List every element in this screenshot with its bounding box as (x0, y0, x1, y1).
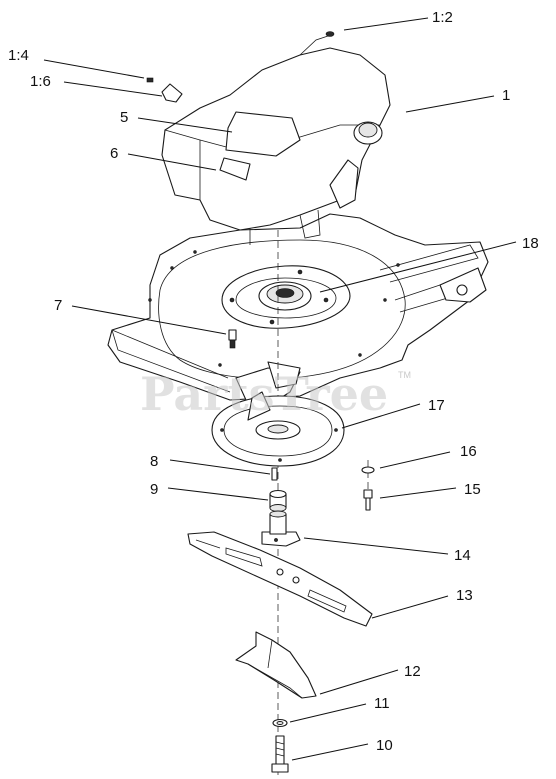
watermark-trademark: TM (398, 370, 411, 380)
engine (146, 31, 391, 245)
callout-1: 1 (502, 87, 510, 104)
callout-1-2: 1:2 (432, 9, 453, 26)
callout-18: 18 (522, 235, 539, 252)
callout-8: 8 (150, 453, 158, 470)
callout-9: 9 (150, 481, 158, 498)
watermark-text: PartsTree (140, 367, 388, 421)
callout-15: 15 (464, 481, 481, 498)
engine-mount-flange (221, 265, 351, 329)
callout-12: 12 (404, 663, 421, 680)
part-7-screw (228, 329, 237, 349)
callout-17: 17 (428, 397, 445, 414)
part-17-blade-adapter-plate (211, 391, 345, 467)
callout-10: 10 (376, 737, 393, 754)
callout-1-6: 1:6 (30, 73, 51, 90)
callout-1-4: 1:4 (8, 47, 29, 64)
part-8-key (271, 467, 278, 481)
callout-5: 5 (120, 109, 128, 126)
callout-16: 16 (460, 443, 477, 460)
part-11-washer (272, 718, 288, 728)
callout-14: 14 (454, 547, 471, 564)
callout-labels: 1:2 1:4 1:6 1 5 6 18 7 17 8 16 9 15 14 1… (8, 9, 539, 754)
part-15-bolt (363, 489, 373, 511)
part-9-bushing (269, 489, 287, 512)
callout-6: 6 (110, 145, 118, 162)
part-12-mulching-blade (235, 631, 317, 699)
part-14-blade-adapter (261, 510, 301, 547)
part-16-washer (361, 466, 375, 474)
part-13-blade (187, 531, 373, 627)
callout-13: 13 (456, 587, 473, 604)
leader-lines (43, 17, 517, 761)
part-10-bolt (271, 735, 289, 773)
callout-11: 11 (374, 695, 390, 712)
callout-7: 7 (54, 297, 62, 314)
